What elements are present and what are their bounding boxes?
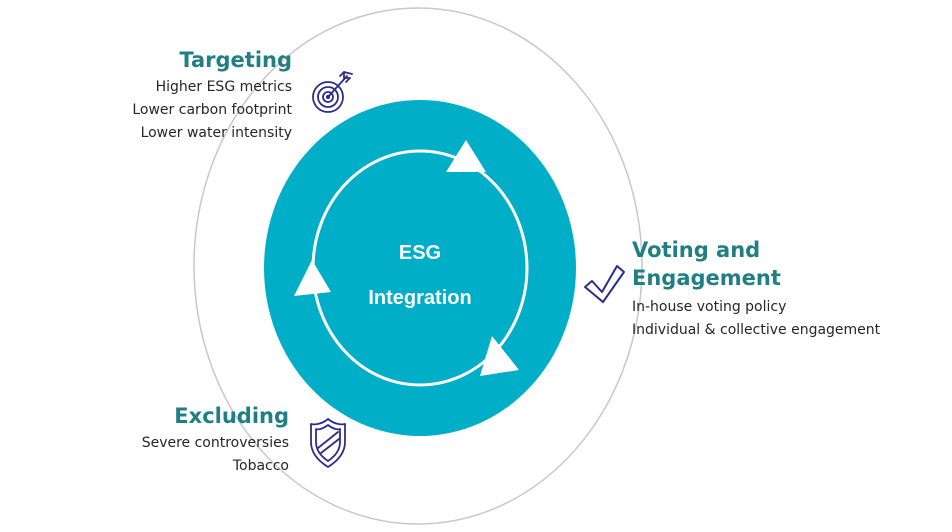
center-label-line2: Integration xyxy=(368,287,472,309)
excluding-item: Tobacco xyxy=(232,458,289,474)
shield-icon xyxy=(310,418,346,468)
targeting-item: Lower carbon footprint xyxy=(132,102,292,118)
voting-title-line2: Engagement xyxy=(632,266,781,290)
section-targeting: Targeting Higher ESG metrics Lower carbo… xyxy=(132,46,292,145)
center-label-line1: ESG xyxy=(398,242,442,264)
cycle-arrow-right xyxy=(480,336,519,376)
excluding-item: Severe controversies xyxy=(141,435,289,451)
targeting-title: Targeting xyxy=(179,48,292,72)
excluding-items: Severe controversies Tobacco xyxy=(142,432,289,478)
targeting-items: Higher ESG metrics Lower carbon footprin… xyxy=(132,76,292,145)
voting-title-line1: Voting and xyxy=(632,238,761,262)
target-icon xyxy=(312,71,353,113)
targeting-item: Lower water intensity xyxy=(140,125,292,141)
section-voting: Voting and Engagement In-house voting po… xyxy=(632,236,880,342)
cycle-arrow-left xyxy=(294,260,331,296)
section-excluding: Excluding Severe controversies Tobacco xyxy=(142,402,289,478)
center-label: ESG Integration xyxy=(340,231,500,321)
checkmark-icon xyxy=(584,265,625,303)
excluding-title: Excluding xyxy=(174,404,289,428)
targeting-item: Higher ESG metrics xyxy=(155,79,292,95)
cycle-arrow-top xyxy=(446,140,486,172)
outer-ring xyxy=(193,7,643,525)
voting-item: Individual & collective engagement xyxy=(632,322,881,338)
voting-items: In-house voting policy Individual & coll… xyxy=(632,296,880,342)
voting-item: In-house voting policy xyxy=(632,299,787,315)
